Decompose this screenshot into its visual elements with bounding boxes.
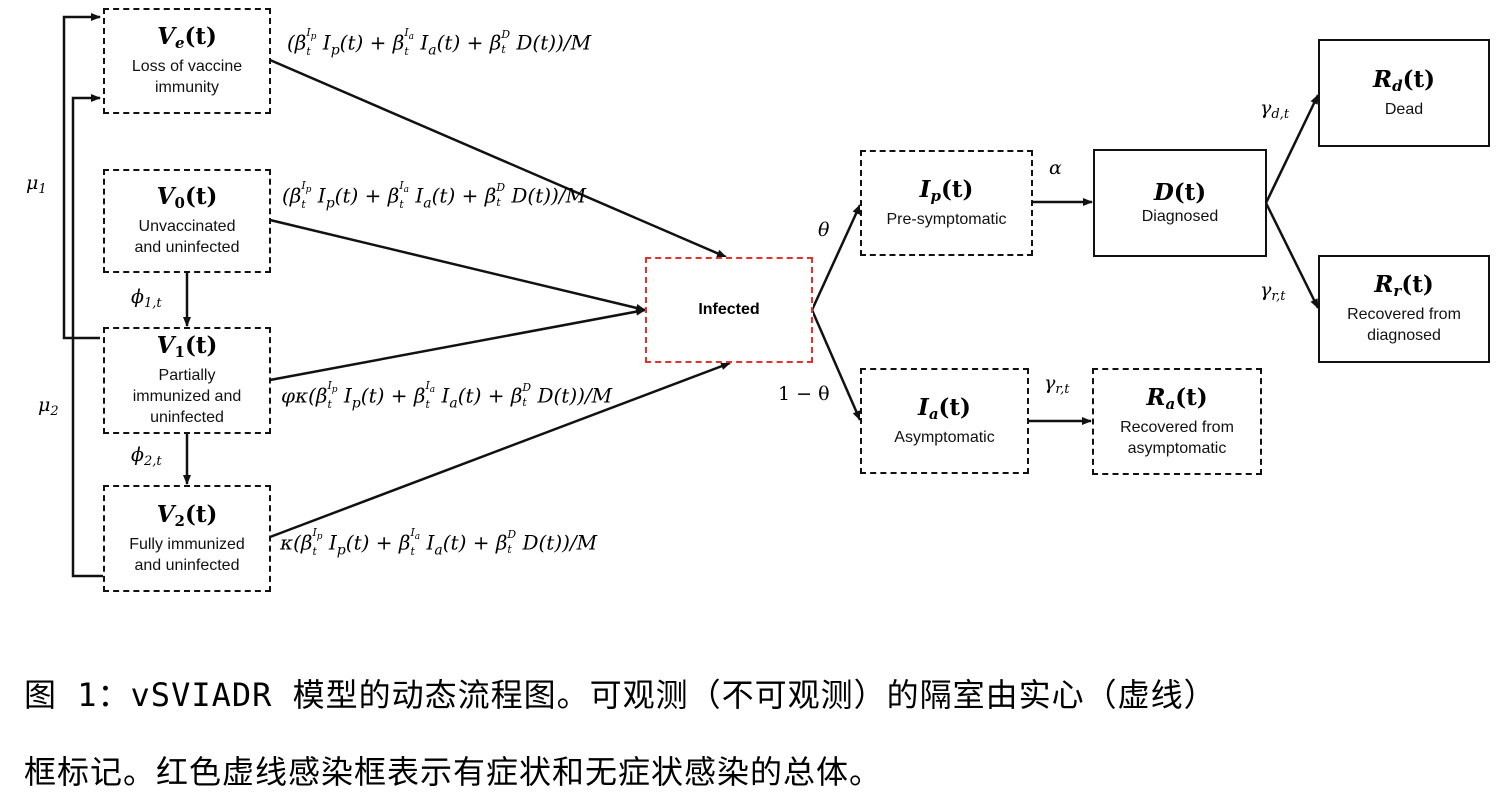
rr-title: Rr(t) <box>1374 271 1434 301</box>
label-mu2: μ2 <box>38 394 59 419</box>
compartment-rr: Rr(t) Recovered from diagnosed <box>1318 255 1490 363</box>
compartment-v0: V0(t) Unvaccinated and uninfected <box>103 169 271 273</box>
v2-title: V2(t) <box>156 500 218 530</box>
label-theta: θ <box>818 219 830 241</box>
v1-desc-1: Partially <box>158 367 216 384</box>
compartment-ip: Ip(t) Pre-symptomatic <box>860 150 1033 256</box>
ve-title: Ve(t) <box>157 23 217 53</box>
v0-title: V0(t) <box>156 183 218 213</box>
v1-desc-2: immunized and <box>132 388 242 405</box>
arrow-v2-to-infected <box>269 361 731 539</box>
compartment-ia: Ia(t) Asymptomatic <box>860 368 1029 474</box>
arrow-ve-to-infected <box>269 58 727 259</box>
ra-desc-2: asymptomatic <box>1127 439 1227 457</box>
arrow-infected-to-ia <box>810 309 862 421</box>
compartment-infected: Infected <box>645 257 813 363</box>
label-mu1: μ1 <box>26 172 47 197</box>
compartment-ra: Ra(t) Recovered from asymptomatic <box>1092 368 1262 475</box>
v1-desc-3: uninfected <box>150 409 224 426</box>
rr-desc-2: diagnosed <box>1367 327 1441 344</box>
compartment-ve: Ve(t) Loss of vaccine immunity <box>103 8 271 114</box>
figure-caption-line-1: 图 1：vSVIADR 模型的动态流程图。可观测（不可观测）的隔室由实心（虚线） <box>24 676 1217 714</box>
arrow-v2-to-ve <box>71 94 103 578</box>
label-one-minus-theta: 1 − θ <box>778 383 830 405</box>
v1-title: V1(t) <box>156 332 218 362</box>
label-gamma-d: γd,t <box>1260 97 1290 122</box>
arrow-v0-to-infected <box>269 218 646 312</box>
rd-title: Rd(t) <box>1372 65 1435 95</box>
arrow-v1-to-ve <box>62 13 101 340</box>
rr-desc-1: Recovered from <box>1347 306 1461 323</box>
label-phi2: ϕ2,t <box>131 444 162 469</box>
label-phi1: ϕ1,t <box>131 286 162 311</box>
ra-desc-1: Recovered from <box>1120 418 1234 436</box>
ve-desc-2: immunity <box>154 79 219 96</box>
ip-title: Ip(t) <box>919 175 974 205</box>
d-desc: Diagnosed <box>1141 207 1219 225</box>
label-gamma-r-asym: γr,t <box>1044 372 1070 397</box>
ip-desc: Pre-symptomatic <box>886 210 1007 228</box>
arrow-d-to-rr <box>1264 202 1320 309</box>
v2-desc-2: and uninfected <box>134 556 240 574</box>
arrow-infected-to-ip <box>810 204 862 311</box>
label-gamma-r-diag: γr,t <box>1260 279 1286 304</box>
rd-desc: Dead <box>1384 100 1424 118</box>
infected-label: Infected <box>698 301 760 318</box>
compartment-d: D(t) Diagnosed <box>1093 149 1267 257</box>
v0-desc-2: and uninfected <box>134 239 240 256</box>
arrow-v1-to-infected <box>269 307 646 382</box>
d-title: D(t) <box>1153 178 1207 206</box>
compartment-rd: Rd(t) Dead <box>1318 39 1490 147</box>
compartment-v2: V2(t) Fully immunized and uninfected <box>103 485 271 592</box>
arrow-d-to-rd <box>1264 94 1320 204</box>
v2-desc-1: Fully immunized <box>129 535 245 553</box>
label-alpha: α <box>1049 157 1062 179</box>
flow-arrows <box>62 13 1320 578</box>
ia-title: Ia(t) <box>918 393 971 423</box>
v0-desc-1: Unvaccinated <box>138 218 236 235</box>
ra-title: Ra(t) <box>1146 383 1208 413</box>
figure-caption-line-2: 框标记。红色虚线感染框表示有症状和无症状感染的总体。 <box>24 753 883 791</box>
ia-desc: Asymptomatic <box>894 428 995 446</box>
compartment-v1: V1(t) Partially immunized and uninfected <box>103 327 271 434</box>
ve-desc-1: Loss of vaccine <box>131 58 243 75</box>
